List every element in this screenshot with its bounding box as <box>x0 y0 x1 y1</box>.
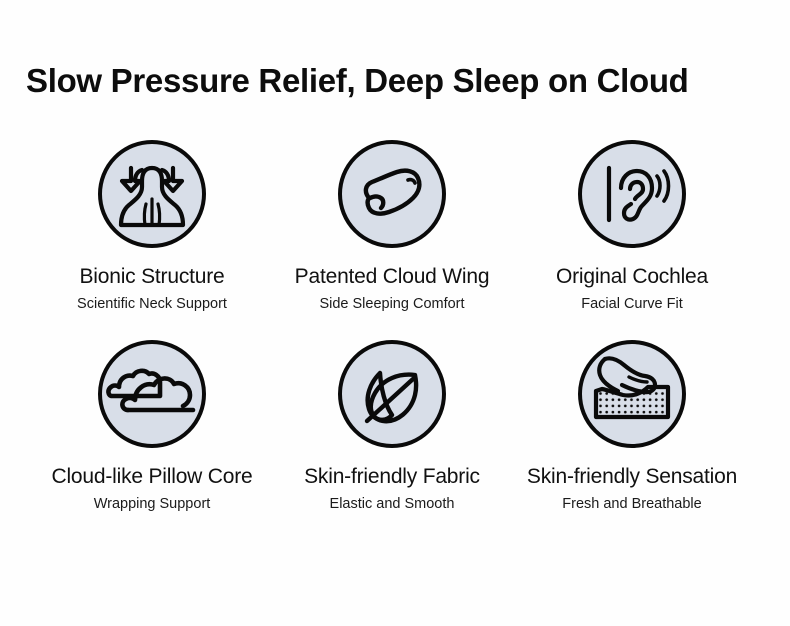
feature-subtitle: Elastic and Smooth <box>329 496 455 512</box>
feature-item-original-cochlea[interactable]: Original Cochlea Facial Curve Fit <box>512 140 752 312</box>
clouds-icon <box>98 340 206 448</box>
feature-item-skin-friendly-fabric[interactable]: Skin-friendly Fabric Elastic and Smooth <box>272 340 512 512</box>
feature-item-patented-cloud-wing[interactable]: Patented Cloud Wing Side Sleeping Comfor… <box>272 140 512 312</box>
leaves-icon <box>338 340 446 448</box>
feature-item-cloud-like-pillow-core[interactable]: Cloud-like Pillow Core Wrapping Support <box>32 340 272 512</box>
feature-item-bionic-structure[interactable]: Bionic Structure Scientific Neck Support <box>32 140 272 312</box>
feature-subtitle: Wrapping Support <box>93 496 211 512</box>
pillow-icon <box>338 140 446 248</box>
feature-title: Skin-friendly Sensation <box>526 465 738 488</box>
feature-item-skin-friendly-sensation[interactable]: Skin-friendly Sensation Fresh and Breath… <box>512 340 752 512</box>
feature-subtitle: Fresh and Breathable <box>562 496 702 512</box>
feature-grid: Bionic Structure Scientific Neck Support… <box>0 140 790 512</box>
page-title: Slow Pressure Relief, Deep Sleep on Clou… <box>26 62 689 100</box>
neck-spine-arrows-icon <box>98 140 206 248</box>
feature-subtitle: Facial Curve Fit <box>581 296 683 312</box>
feature-title: Cloud-like Pillow Core <box>51 465 253 488</box>
feature-subtitle: Scientific Neck Support <box>77 296 227 312</box>
feature-subtitle: Side Sleeping Comfort <box>319 296 465 312</box>
feature-row: Bionic Structure Scientific Neck Support… <box>0 140 790 312</box>
feature-title: Patented Cloud Wing <box>294 265 490 288</box>
feature-title: Skin-friendly Fabric <box>304 465 480 488</box>
hand-pressing-mattress-icon <box>578 340 686 448</box>
ear-soundwaves-icon <box>578 140 686 248</box>
feature-title: Bionic Structure <box>79 265 225 288</box>
feature-row: Cloud-like Pillow Core Wrapping Support … <box>0 340 790 512</box>
feature-title: Original Cochlea <box>555 265 709 288</box>
